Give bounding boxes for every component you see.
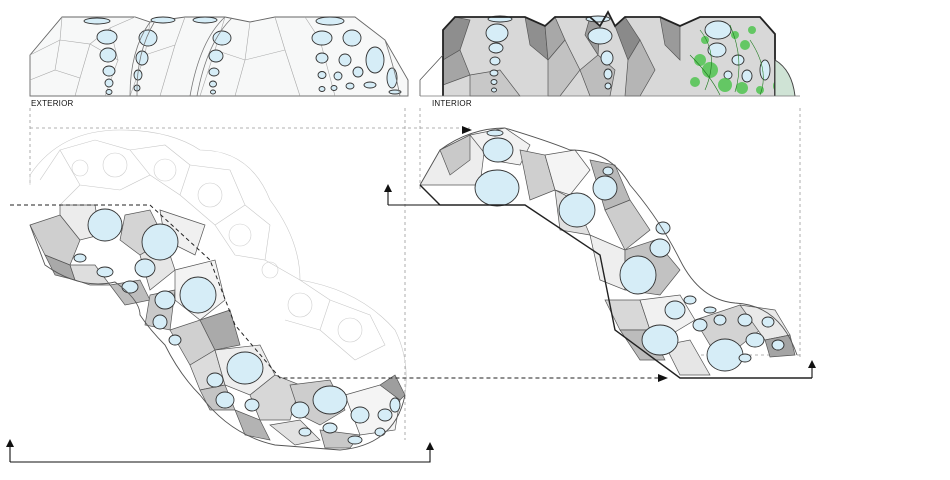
side-pod: [774, 59, 796, 97]
interior-section: [419, 10, 796, 97]
interior-label: INTERIOR: [432, 99, 472, 108]
ghost-dome-outline: [29, 129, 407, 396]
arrows: [6, 126, 816, 463]
exterior-label: EXTERIOR: [31, 99, 74, 108]
interior-plan: [419, 127, 812, 379]
exterior-plan-outline: [29, 224, 406, 451]
projection-guides: [29, 108, 801, 440]
interior-section-outline: [442, 10, 776, 96]
exterior-plan: [10, 129, 660, 451]
interior-plan-outline: [419, 127, 798, 356]
exterior-elevation: [29, 16, 409, 97]
section-cut-line: [10, 204, 660, 379]
